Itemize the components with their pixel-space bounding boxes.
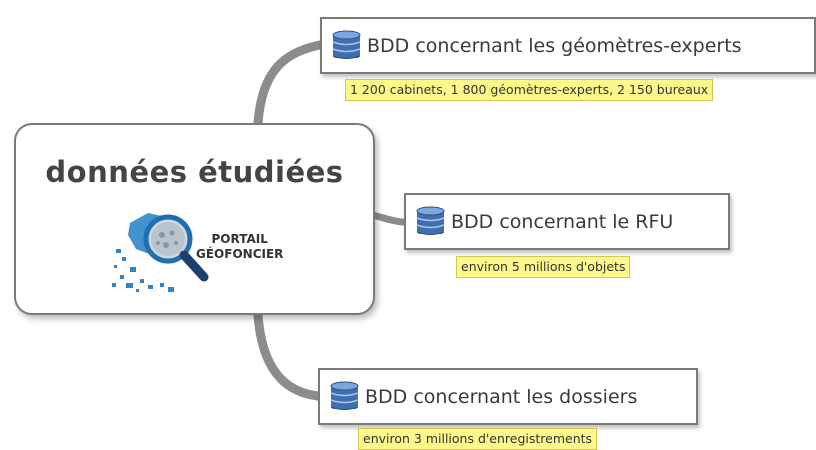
branch-label: BDD concernant le RFU (451, 210, 674, 233)
note-geometres-experts: 1 200 cabinets, 1 800 géomètres-experts,… (345, 79, 714, 101)
branch-dossiers[interactable]: BDD concernant les dossiers (318, 368, 698, 425)
database-icon (330, 381, 359, 410)
connector-top (253, 40, 325, 128)
logo-line-portail: PORTAIL (211, 232, 268, 246)
connector-bottom (253, 310, 323, 401)
central-title: données étudiées (45, 155, 344, 189)
database-icon (332, 30, 361, 59)
note-rfu: environ 5 millions d'objets (456, 256, 631, 278)
branch-rfu[interactable]: BDD concernant le RFU (404, 193, 730, 250)
connector-middle (368, 211, 408, 226)
logo-text: PORTAIL GÉOFONCIER (196, 232, 283, 262)
logo-line-geofoncier: GÉOFONCIER (196, 247, 284, 261)
central-topic[interactable]: données étudiées (14, 123, 375, 315)
branch-geometres-experts[interactable]: BDD concernant les géomètres-experts (320, 17, 816, 74)
branch-label: BDD concernant les dossiers (365, 385, 638, 408)
magnifier-map-icon (112, 213, 209, 292)
branch-label: BDD concernant les géomètres-experts (367, 34, 742, 57)
database-icon (416, 206, 445, 235)
